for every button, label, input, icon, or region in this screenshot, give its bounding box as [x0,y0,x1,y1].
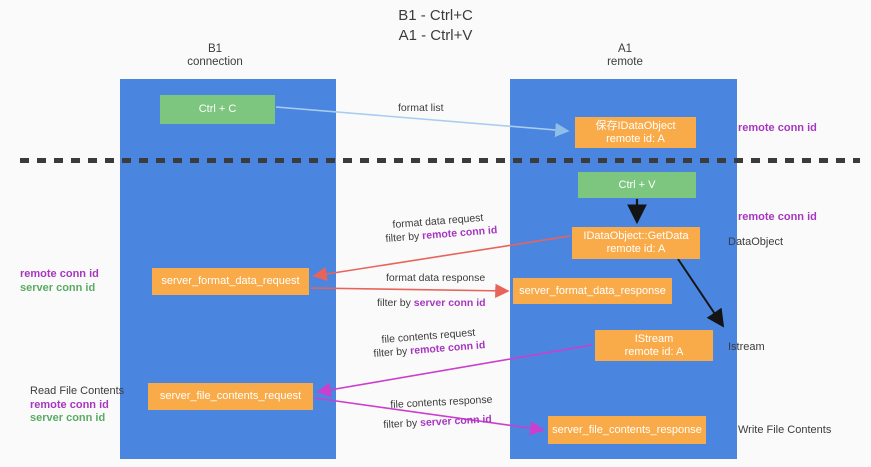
edge-label-file-contents-response: file contents response [390,393,493,411]
edge-label-format-data-response: format data response [386,272,486,284]
edge-label-format-list: format list [398,102,444,114]
connector-format-data-response [310,283,510,299]
node-ctrl-c[interactable]: Ctrl + C [160,95,275,124]
filter-prefix: filter by [373,345,411,360]
page-title: B1 - Ctrl+C A1 - Ctrl+V [398,7,473,44]
side-label-istream: Istream [728,341,765,355]
side-label-remote-conn-id-mid: remote conn id [738,211,817,225]
filter-prefix: filter by [377,297,414,309]
side-label-file-contents-group: Read File Contents remote conn id server… [30,385,140,426]
side-label-server-conn-id: server conn id [30,412,106,424]
filter-key: server conn id [413,297,486,309]
side-label-text: Istream [728,341,765,353]
side-label-remote-conn-id-top: remote conn id [738,122,817,136]
side-label-read-file-contents: Read File Contents [30,385,125,397]
side-label-write-file-contents: Write File Contents [738,424,831,438]
column-header-a1: A1 remote [607,43,643,68]
side-label-remote-conn-id: remote conn id [20,268,99,280]
column-header-b1: B1 connection [187,43,243,68]
side-label-format-conn-ids: remote conn id server conn id [20,268,116,295]
filter-key: server conn id [419,413,493,430]
node-server-file-contents-response[interactable]: server_file_contents_response [548,416,706,444]
node-server-format-data-response[interactable]: server_format_data_response [513,278,672,304]
side-label-dataobject: DataObject [728,236,783,250]
side-label-text: remote conn id [738,122,817,134]
side-label-remote-conn-id: remote conn id [30,398,109,411]
node-server-format-data-request[interactable]: server_format_data_request [152,268,309,295]
edge-label-format-data-response-filter: filter by server conn id [377,296,486,310]
side-label-text: DataObject [728,236,784,248]
side-label-server-conn-id: server conn id [20,281,96,294]
node-idataobject[interactable]: 保存IDataObject remote id: A [575,117,696,148]
filter-prefix: filter by [383,417,421,431]
node-idataobject-getdata[interactable]: IDataObject::GetData remote id: A [572,227,700,259]
side-label-text: Write File Contents [738,424,832,436]
node-ctrl-v[interactable]: Ctrl + V [578,172,696,198]
filter-prefix: filter by [385,230,423,245]
side-label-text: remote conn id [738,211,817,223]
node-server-file-contents-request[interactable]: server_file_contents_request [148,383,313,410]
node-istream[interactable]: IStream remote id: A [595,330,713,361]
ipc-boundary-divider [20,158,860,163]
edge-label-file-contents-response-filter: filter by server conn id [383,412,492,432]
